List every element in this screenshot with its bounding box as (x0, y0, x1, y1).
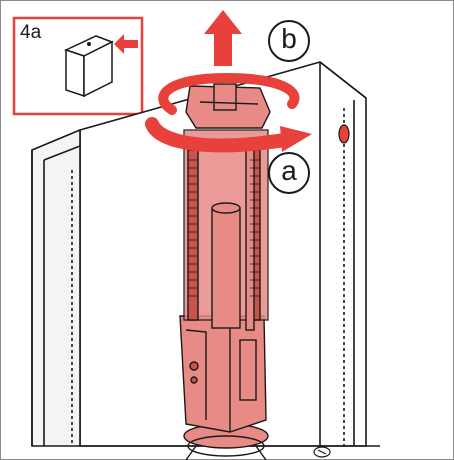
step-label: 4a (20, 22, 42, 43)
rotate-arrow (145, 72, 312, 153)
bottom-seal (183, 423, 269, 460)
side-opening (338, 124, 350, 144)
rotate-arrowhead (280, 126, 312, 152)
inset-arrow (114, 34, 138, 54)
cistern-module-icon (63, 35, 114, 98)
fill-valve (179, 83, 271, 433)
drain-fitting (313, 446, 331, 458)
rack-teeth (188, 159, 260, 297)
callout-b: b (268, 20, 310, 62)
lift-arrow (204, 10, 242, 66)
inset-box (12, 16, 144, 116)
callout-a: a (268, 152, 310, 194)
